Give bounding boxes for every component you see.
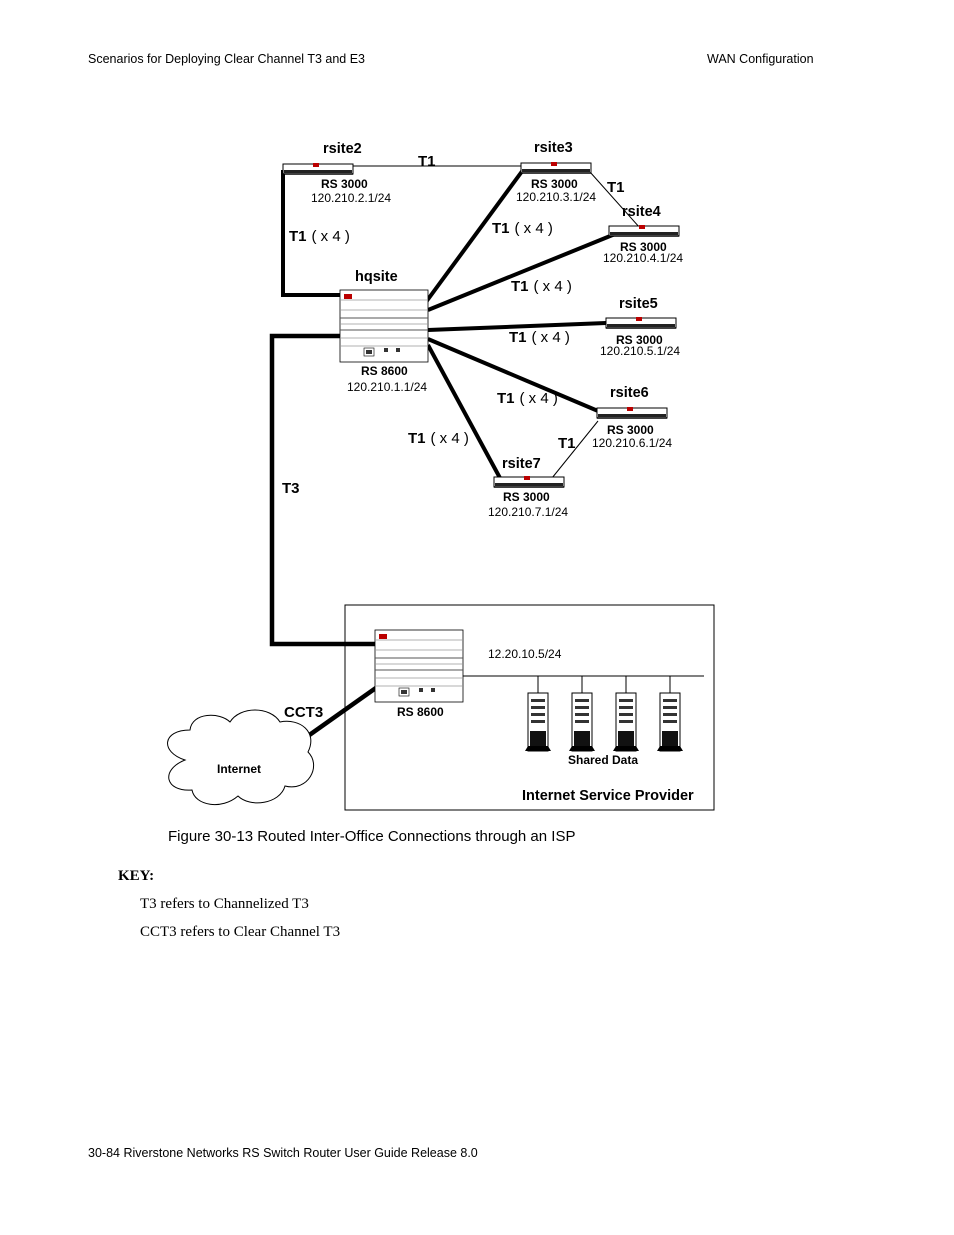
rsite3-router: [520, 161, 592, 174]
rsite5-router: [605, 316, 677, 329]
link-label-rsite2-hqsite: T1( x 4 ): [289, 228, 350, 245]
internet-label: Internet: [217, 762, 261, 776]
link-label-hqsite-rsite4: T1( x 4 ): [511, 278, 572, 295]
rsite6-ip: 120.210.6.1/24: [592, 436, 672, 450]
rsite3-model: RS 3000: [531, 177, 578, 191]
isp-lan-ip: 12.20.10.5/24: [488, 647, 562, 661]
rsite4-model: RS 3000: [620, 240, 667, 254]
link-rsite2-hqsite: [281, 170, 348, 297]
link-rsite3-rsite4: [589, 171, 641, 229]
shared-data-label: Shared Data: [568, 753, 638, 767]
hqsite-model: RS 8600: [361, 364, 408, 378]
hqsite-name: hqsite: [355, 269, 398, 285]
link-label-hqsite-rsite5: T1( x 4 ): [509, 329, 570, 346]
isp-router: [374, 629, 464, 703]
link-label-rsite3-rsite4: T1: [607, 179, 625, 196]
hqsite-router: [339, 289, 429, 363]
link-label-cct3: CCT3: [284, 704, 323, 721]
link-label-rsite6-rsite7: T1: [558, 435, 576, 452]
key-item-cct3: CCT3 refers to Clear Channel T3: [140, 924, 341, 940]
isp-box: [344, 604, 715, 811]
rsite2-ip: 120.210.2.1/24: [311, 191, 391, 205]
header-right: WAN Configuration: [707, 52, 814, 66]
rsite2-router: [282, 162, 354, 175]
link-hqsite-isp-t3: [269, 333, 388, 647]
link-label-hqsite-rsite3: T1( x 4 ): [492, 220, 553, 237]
link-hqsite-rsite4: [427, 230, 621, 312]
rsite4-ip: 120.210.4.1/24: [603, 251, 683, 265]
link-label-t3: T3: [282, 480, 300, 497]
rsite4-name: rsite4: [622, 204, 661, 220]
header-left: Scenarios for Deploying Clear Channel T3…: [88, 52, 366, 66]
rsite2-name: rsite2: [323, 141, 362, 157]
key-item-t3: T3 refers to Channelized T3: [140, 896, 309, 912]
figure-caption: Figure 30-13 Routed Inter-Office Connect…: [168, 828, 576, 845]
rsite7-router: [493, 475, 565, 488]
rsite6-model: RS 3000: [607, 423, 654, 437]
internet-cloud: [167, 709, 314, 806]
rsite3-ip: 120.210.3.1/24: [516, 190, 596, 204]
link-label-hqsite-rsite7: T1( x 4 ): [408, 430, 469, 447]
rsite7-name: rsite7: [502, 456, 541, 472]
hqsite-ip: 120.210.1.1/24: [347, 380, 427, 394]
server-2: [568, 692, 596, 752]
server-3: [612, 692, 640, 752]
server-1: [524, 692, 552, 752]
rsite5-model: RS 3000: [616, 333, 663, 347]
rsite5-ip: 120.210.5.1/24: [600, 344, 680, 358]
rsite4-router: [608, 224, 680, 237]
rsite3-name: rsite3: [534, 140, 573, 156]
link-hqsite-rsite5: [427, 321, 607, 332]
link-label-hqsite-rsite6: T1( x 4 ): [497, 390, 558, 407]
link-hqsite-rsite3: [424, 168, 525, 304]
link-hqsite-rsite7: [426, 344, 502, 479]
link-hqsite-rsite6: [427, 337, 599, 413]
link-rsite6-rsite7: [551, 420, 599, 479]
isp-title: Internet Service Provider: [522, 788, 694, 804]
rsite6-router: [596, 406, 668, 419]
rsite7-ip: 120.210.7.1/24: [488, 505, 568, 519]
key-title: KEY:: [118, 868, 155, 884]
link-label-rsite2-rsite3: T1: [418, 153, 436, 170]
rsite7-model: RS 3000: [503, 490, 550, 504]
page-footer: 30-84 Riverstone Networks RS Switch Rout…: [88, 1146, 478, 1160]
rsite2-model: RS 3000: [321, 177, 368, 191]
rsite6-name: rsite6: [610, 385, 649, 401]
rsite5-name: rsite5: [619, 296, 658, 312]
server-4: [656, 692, 684, 752]
isp-router-model: RS 8600: [397, 705, 444, 719]
